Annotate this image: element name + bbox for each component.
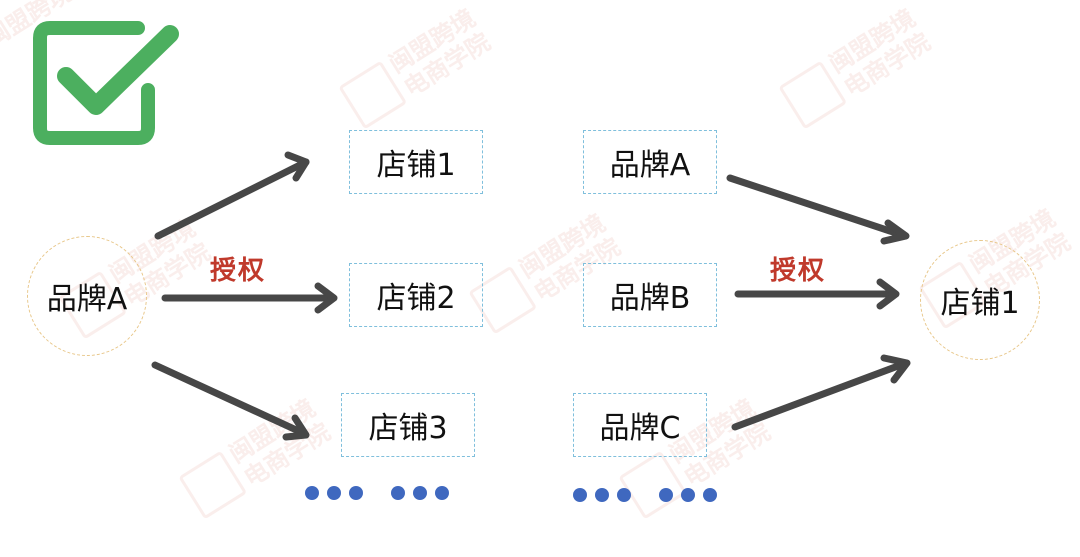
brand-b-box: 品牌B <box>583 263 717 327</box>
store-2-box: 店铺2 <box>349 263 483 327</box>
store-1-node: 店铺1 <box>920 240 1040 360</box>
arrow-brandB-to-store1 <box>734 278 900 310</box>
brand-b-box-label: 品牌B <box>609 281 691 316</box>
store-1-node-label: 店铺1 <box>940 286 1020 321</box>
brand-c-box: 品牌C <box>573 393 707 457</box>
arrow-a-to-store1 <box>154 151 310 240</box>
authorize-label-right: 授权 <box>770 256 827 286</box>
ellipsis-dots-right <box>573 488 717 502</box>
store-1-label: 店铺1 <box>376 148 456 183</box>
arrow-brandC-to-store1 <box>731 354 911 431</box>
brand-a-label: 品牌A <box>46 282 128 317</box>
brand-a-node: 品牌A <box>27 236 147 356</box>
arrow-a-to-store2 <box>161 282 338 314</box>
arrow-brandA-to-store1 <box>726 174 910 245</box>
check-square-icon <box>33 21 179 145</box>
arrow-a-to-store3 <box>151 361 310 441</box>
brand-a-box-label: 品牌A <box>609 148 691 183</box>
authorize-label-left: 授权 <box>210 256 267 286</box>
store-1-box: 店铺1 <box>349 130 483 194</box>
store-2-label: 店铺2 <box>376 281 456 316</box>
ellipsis-dots-left <box>305 486 449 500</box>
store-3-box: 店铺3 <box>341 393 475 457</box>
store-3-label: 店铺3 <box>368 411 448 446</box>
brand-a-box: 品牌A <box>583 130 717 194</box>
brand-c-box-label: 品牌C <box>599 411 681 446</box>
